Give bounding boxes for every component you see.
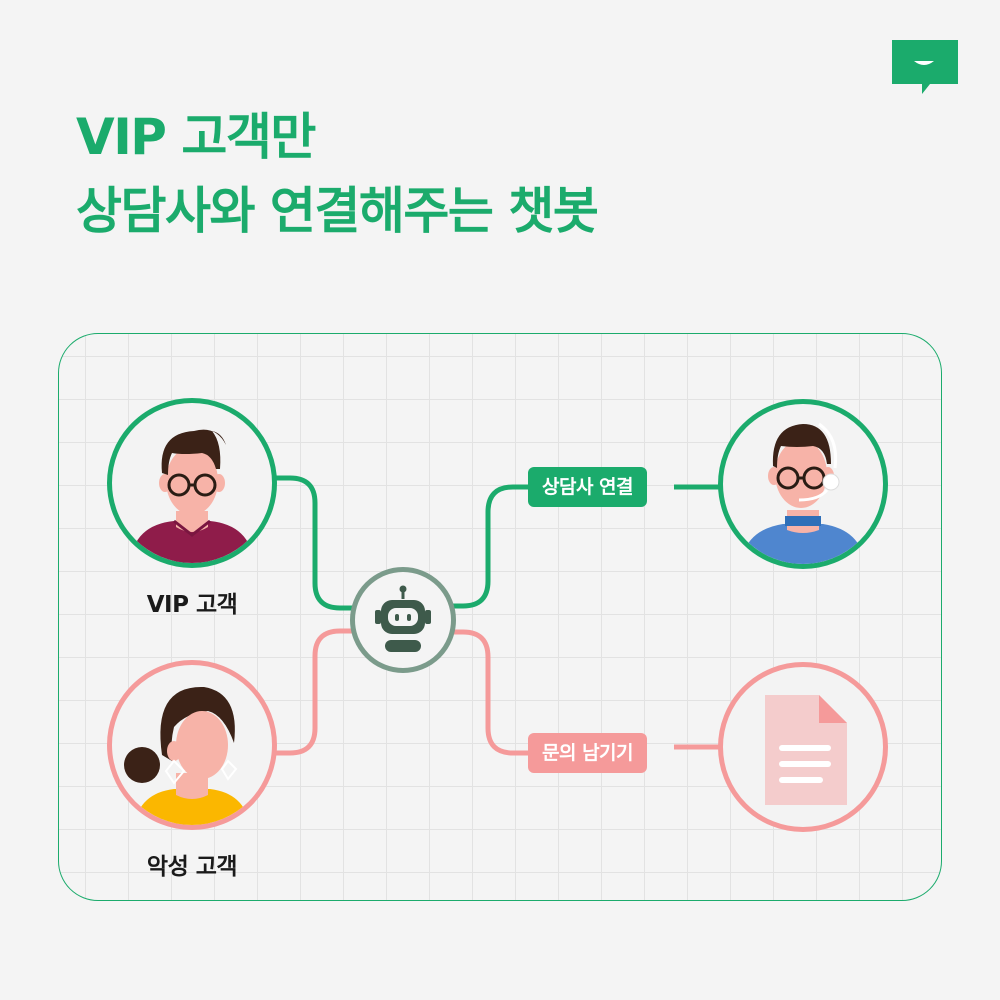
malicious-customer-label: 악성 고객: [146, 854, 238, 880]
chat-bubble-icon: [890, 38, 960, 98]
man-glasses-icon: [130, 429, 254, 563]
leave-inquiry-tag: 문의 남기기: [528, 733, 648, 773]
page-title: VIP 고객만 상담사와 연결해주는 챗봇: [76, 100, 599, 248]
connect-counselor-tag: 상담사 연결: [528, 467, 648, 507]
vip-customer-label: VIP 고객: [146, 592, 238, 618]
robot-icon: [375, 585, 431, 652]
woman-earrings-icon: [124, 686, 250, 825]
headset-agent-icon: [741, 422, 865, 564]
chatbot-node: [350, 567, 456, 673]
inquiry-document-node: [718, 662, 888, 832]
title-line-2: 상담사와 연결해주는 챗봇: [76, 182, 599, 240]
title-line-1: VIP 고객만: [76, 108, 316, 166]
vip-customer-avatar: [107, 398, 277, 568]
malicious-customer-avatar: [107, 660, 277, 830]
counselor-avatar: [718, 399, 888, 569]
document-icon: [765, 695, 847, 805]
